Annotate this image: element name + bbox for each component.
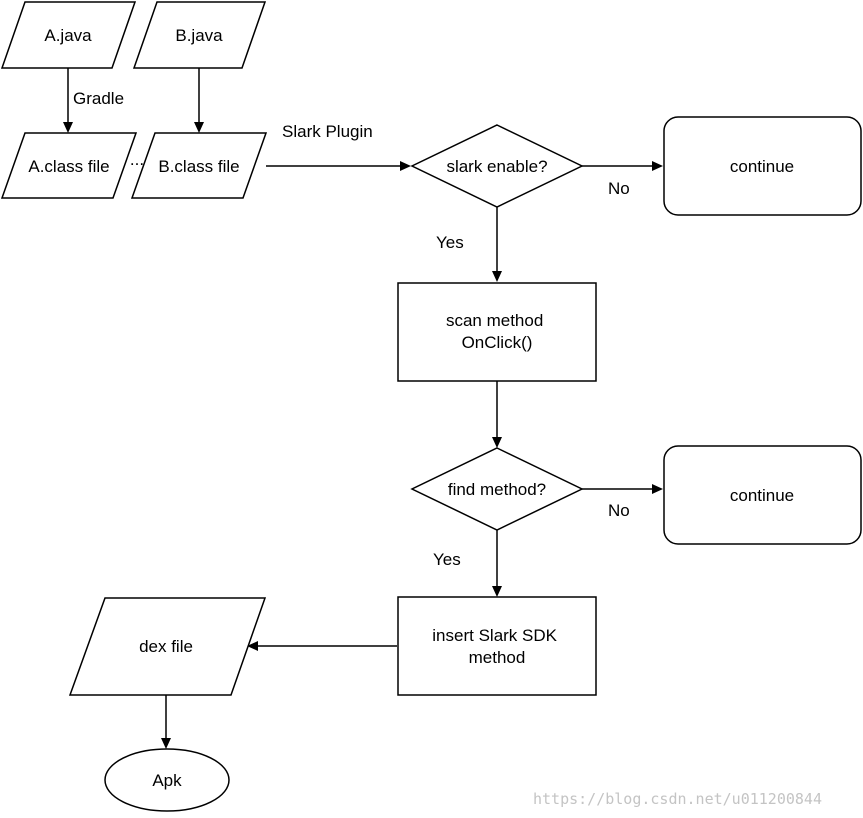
node-a-java-label: A.java — [44, 26, 92, 45]
node-continue-2-label: continue — [730, 486, 794, 505]
arrowhead-continue-2 — [652, 484, 663, 494]
arrowhead-b-class — [194, 122, 204, 133]
node-continue-1: continue — [663, 116, 862, 216]
node-continue-1-label: continue — [730, 157, 794, 176]
node-b-class-file: B.class file — [130, 132, 268, 199]
node-b-class-file-label: B.class file — [158, 157, 239, 176]
node-insert-slark-sdk: insert Slark SDK method — [397, 596, 597, 696]
node-slark-enable-label: slark enable? — [446, 157, 547, 176]
arrowhead-insert-sdk — [492, 586, 502, 597]
arrowhead-a-class — [63, 122, 73, 133]
node-insert-sdk-line-2: method — [469, 648, 526, 667]
node-dex-file-label: dex file — [139, 637, 193, 656]
node-find-method-label: find method? — [448, 480, 546, 499]
arrowhead-slark-enable — [400, 161, 411, 171]
node-insert-sdk-label: insert Slark SDK method — [432, 626, 561, 667]
node-insert-sdk-line-1: insert Slark SDK — [432, 626, 557, 645]
node-b-java: B.java — [132, 1, 267, 69]
edge-label-no-1: No — [608, 179, 630, 198]
node-find-method-decision: find method? — [410, 447, 584, 531]
node-scan-method-line-1: scan method — [446, 311, 543, 330]
node-apk-terminal: Apk — [104, 748, 230, 812]
edge-label-yes-2: Yes — [433, 550, 461, 569]
edge-label-no-2: No — [608, 501, 630, 520]
edge-label-gradle: Gradle — [73, 89, 124, 108]
watermark: https://blog.csdn.net/u011200844 — [533, 790, 822, 808]
ellipsis-label: ... — [130, 150, 144, 169]
arrowhead-dex-file — [247, 641, 258, 651]
node-scan-method-label: scan method OnClick() — [446, 311, 548, 352]
node-scan-method-line-2: OnClick() — [462, 333, 533, 352]
node-a-class-file: A.class file — [0, 132, 138, 199]
arrowhead-scan-method — [492, 271, 502, 282]
edge-label-yes-1: Yes — [436, 233, 464, 252]
node-scan-method: scan method OnClick() — [397, 282, 597, 382]
arrowhead-continue-1 — [652, 161, 663, 171]
node-dex-file: dex file — [68, 597, 267, 696]
arrowhead-find-method — [492, 437, 502, 448]
node-continue-2: continue — [663, 445, 862, 545]
node-a-class-file-label: A.class file — [28, 157, 109, 176]
edge-label-slark-plugin: Slark Plugin — [282, 122, 373, 141]
node-slark-enable-decision: slark enable? — [410, 124, 584, 208]
node-apk-label: Apk — [152, 771, 182, 790]
arrowhead-apk — [161, 738, 171, 749]
node-b-java-label: B.java — [175, 26, 223, 45]
node-a-java: A.java — [0, 1, 137, 69]
